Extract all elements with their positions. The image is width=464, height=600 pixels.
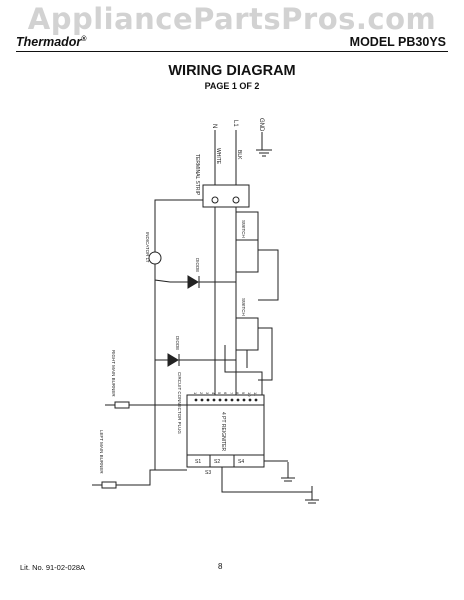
label-right-burner: RIGHT MAIN BURNER [111,350,116,397]
label-terminal-strip: TERMINAL STRIP [194,154,200,196]
terminal-strip [202,184,250,208]
connector-pin-10: 10 [247,392,252,397]
brand-name: Thermador [16,35,82,49]
diode-upper-symbol [187,275,199,289]
watermark: AppliancePartsPros.com [27,2,437,36]
header-rule [16,51,448,52]
connector-pin-9: 9 [241,392,246,395]
wire-indicator-loop [154,199,203,252]
terminal-screw-n [211,196,219,204]
label-diode-lower: DIODE [175,336,180,350]
model-number: MODEL PB30YS [349,35,446,49]
label-switch-lower: SWITCH [241,298,246,316]
connector-pin-4: 4 [211,392,216,395]
literature-number: Lit. No. 91-02-028A [20,563,86,572]
label-indicator: INDICATOR LT [145,232,150,263]
connector-pin-2: 2 [199,392,204,395]
wire-module-ground-a [221,467,238,493]
switch-upper [235,239,259,273]
label-module-s3: S3 [205,470,211,476]
page-number: 8 [218,562,223,571]
connector-pin-5: 5 [217,392,222,395]
label-line-n: N [211,124,217,128]
label-circuit-connector: CIRCUIT CONNECTOR PLUG [177,372,182,434]
diode-lower-symbol [167,353,179,367]
label-module-s2: S2 [214,459,220,465]
label-switch-upper: SWITCH [241,220,246,238]
terminal-screw-l1 [232,196,240,204]
label-wire-white: WHITE [215,148,221,165]
connector-pin-3: 3 [205,392,210,395]
brand-logo: Thermador® [16,35,86,49]
diagram-title: WIRING DIAGRAM [168,63,296,79]
connector-pin-6: 6 [223,392,228,395]
label-module-s1: S1 [195,459,201,465]
ground-symbol-module [281,462,295,482]
connector-pin-11: 11 [253,392,258,397]
switch-lower [235,317,259,351]
left-burner-electrode [92,469,187,489]
label-diode-upper: DIODE [195,258,200,272]
label-spark-module: 4 PT REIGNITER [220,412,226,451]
label-module-s4: S4 [238,459,244,465]
ground-symbol-top [256,132,272,157]
wire-switch-upper [258,249,279,301]
wire-indicator-down [154,264,171,283]
connector-pin-7: 7 [229,392,234,395]
label-ground-top: GND [258,118,264,132]
label-left-burner: LEFT MAIN BURNER [99,430,104,474]
wire-switch-lower [258,327,273,381]
registered-mark: ® [81,35,87,43]
connector-pin-1: 1 [193,392,198,395]
connector-pin-8: 8 [235,392,240,395]
label-line-l1: L1 [232,120,238,127]
page-indicator: PAGE 1 OF 2 [204,81,260,91]
right-burner-electrode [105,401,187,409]
label-wire-black: BLK [236,150,242,160]
